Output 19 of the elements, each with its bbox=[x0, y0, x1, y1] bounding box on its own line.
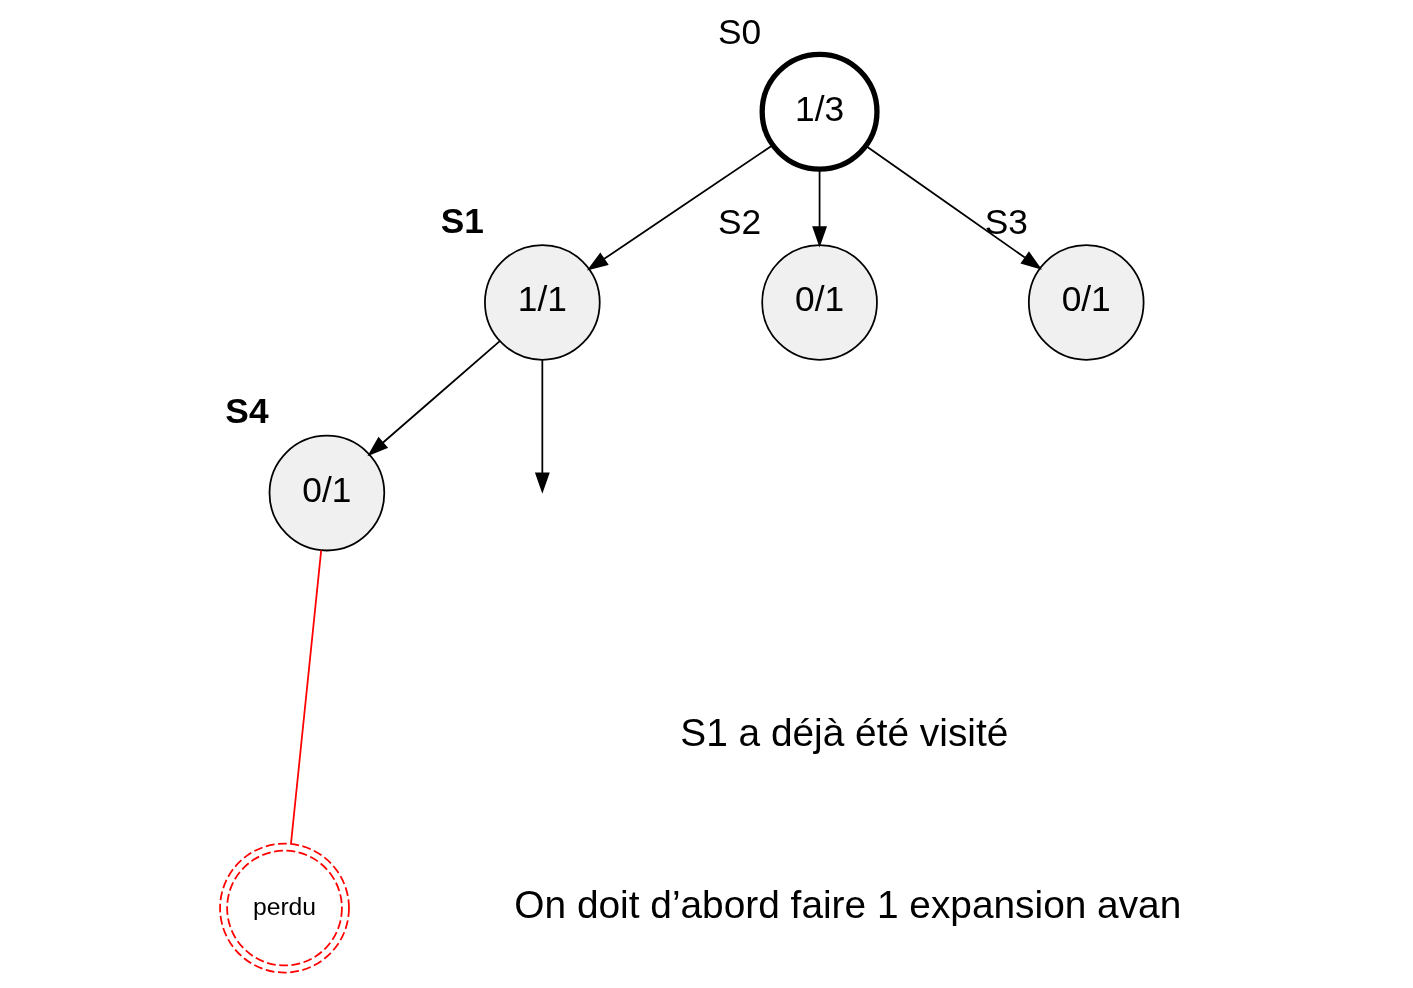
node-circle: 0/1 bbox=[760, 244, 878, 361]
node-circle: 0/1 bbox=[268, 434, 385, 552]
node-circle: perdu bbox=[218, 842, 350, 974]
connector bbox=[289, 549, 322, 845]
arrow bbox=[534, 358, 550, 494]
node-circle: 0/1 bbox=[1027, 244, 1144, 361]
node-circle: 1/3 bbox=[759, 51, 880, 172]
node-label: S3 bbox=[984, 202, 1028, 242]
arrow bbox=[586, 144, 773, 271]
label: On doit d’abord faire 1 expansion avan bbox=[513, 882, 1181, 926]
label: S1 a déjà été visité bbox=[679, 710, 1008, 754]
node-label: S2 bbox=[717, 202, 761, 242]
arrow bbox=[366, 340, 501, 457]
arrow bbox=[864, 145, 1042, 270]
node-label: S1 bbox=[440, 200, 484, 240]
arrow bbox=[811, 168, 827, 248]
node-circle: 1/1 bbox=[483, 244, 601, 361]
node-label: S0 bbox=[717, 11, 761, 51]
node-label: S4 bbox=[224, 391, 269, 431]
